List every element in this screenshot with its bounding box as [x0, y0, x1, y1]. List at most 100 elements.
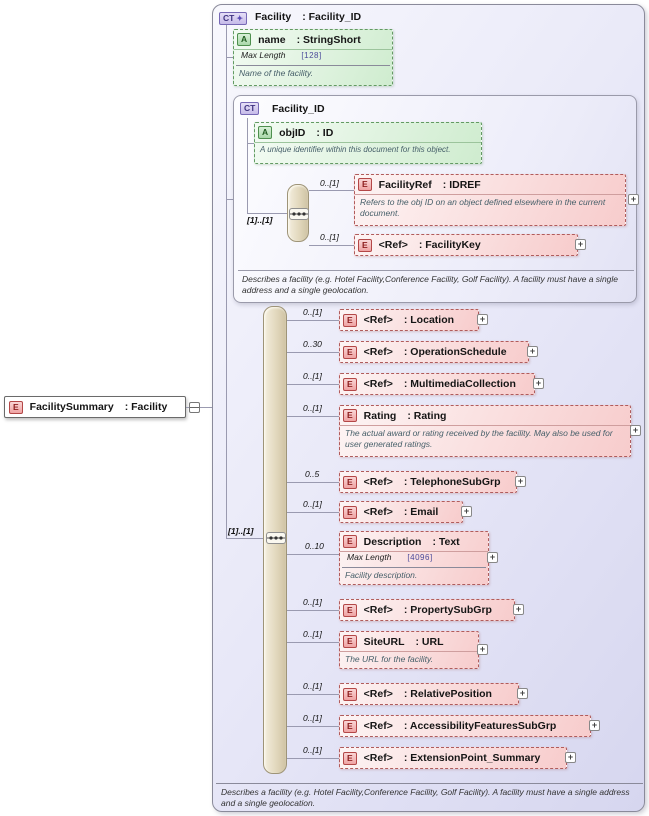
element-icon: E: [343, 687, 357, 701]
element-icon: E: [343, 345, 357, 359]
element-icon: E: [343, 603, 357, 617]
connector-line: [247, 118, 248, 213]
connector-line: [226, 25, 227, 538]
expand-button[interactable]: +: [533, 378, 544, 389]
expand-button[interactable]: +: [527, 346, 538, 357]
element-icon: E: [343, 313, 357, 327]
cardinality-label: 0..10: [305, 541, 324, 551]
expand-button[interactable]: +: [477, 314, 488, 325]
expand-button[interactable]: +: [575, 239, 586, 250]
element-ref-accessibilityfeaturessubgrp[interactable]: E <Ref>: AccessibilityFeaturesSubGrp: [339, 715, 591, 737]
cardinality-label: 0..5: [305, 469, 320, 479]
connector-line: [287, 610, 339, 611]
expand-button[interactable]: +: [565, 752, 576, 763]
attribute-icon: A: [258, 126, 273, 139]
element-title-row: E Rating: Rating: [340, 406, 630, 426]
element-title-row: E FacilityRef : IDREF: [355, 175, 625, 195]
expand-button[interactable]: +: [487, 552, 498, 563]
connector-line: [287, 384, 339, 385]
complextype-title: Facility_ID: [272, 103, 325, 115]
attribute-icon: A: [237, 33, 252, 46]
element-facilityref[interactable]: E FacilityRef : IDREF Refers to the obj …: [354, 174, 626, 226]
element-icon: E: [343, 635, 357, 648]
root-element-type: : Facility: [124, 401, 168, 413]
connection-icon: [189, 402, 200, 413]
expand-button[interactable]: +: [477, 644, 488, 655]
cardinality-label: 0..[1]: [303, 499, 322, 509]
annotation-text: Refers to the obj ID on an object define…: [360, 197, 606, 218]
expand-button[interactable]: +: [589, 720, 600, 731]
element-icon: E: [358, 238, 372, 252]
cardinality-label: 0..[1]: [320, 232, 339, 242]
ct-attributes-icon: ✦: [236, 13, 244, 23]
connector-line: [287, 694, 339, 695]
element-icon: E: [343, 377, 357, 391]
element-ref-multimediacollection[interactable]: E <Ref>: MultimediaCollection: [339, 373, 535, 395]
expand-button[interactable]: +: [513, 604, 524, 615]
attribute-title-row: A objID : ID: [255, 123, 481, 143]
complextype-icon: CT: [240, 102, 260, 115]
element-siteurl[interactable]: E SiteURL: URL The URL for the facility.: [339, 631, 479, 669]
sequence-icon: [289, 208, 309, 220]
cardinality-label: 0..[1]: [303, 745, 322, 755]
cardinality-label: 0..[1]: [303, 597, 322, 607]
connector-line: [287, 352, 339, 353]
annotation-text: The URL for the facility.: [345, 654, 434, 664]
element-ref-facilitykey[interactable]: E <Ref> : FacilityKey: [354, 234, 578, 256]
element-ref-telephonesubgrp[interactable]: E <Ref>: TelephoneSubGrp: [339, 471, 517, 493]
expand-button[interactable]: +: [517, 688, 528, 699]
connector-line: [287, 642, 339, 643]
element-ref-location[interactable]: E <Ref>: Location: [339, 309, 479, 331]
element-ref-operationschedule[interactable]: E <Ref>: OperationSchedule: [339, 341, 529, 363]
element-rating[interactable]: E Rating: Rating The actual award or rat…: [339, 405, 631, 457]
cardinality-label: 0..[1]: [303, 403, 322, 413]
element-ref-propertysubgrp[interactable]: E <Ref>: PropertySubGrp: [339, 599, 515, 621]
connector-line: [226, 199, 233, 200]
connector-line: [287, 416, 339, 417]
element-ref-email[interactable]: E <Ref>: Email: [339, 501, 463, 523]
element-ref-relativeposition[interactable]: E <Ref>: RelativePosition: [339, 683, 519, 705]
expand-button[interactable]: +: [628, 194, 639, 205]
attribute-title-row: A name : StringShort: [234, 30, 392, 50]
element-icon: E: [343, 535, 357, 548]
element-icon: E: [343, 751, 357, 765]
element-icon: E: [343, 409, 357, 422]
cardinality-label: 0..[1]: [303, 307, 322, 317]
cardinality-label: [1]..[1]: [228, 526, 254, 536]
complextype-facility[interactable]: CT✦ Facility : Facility_ID [1]..[1] A na…: [212, 4, 645, 812]
complextype-icon: CT✦: [219, 12, 248, 25]
expand-button[interactable]: +: [630, 425, 641, 436]
connector-line: [287, 554, 339, 555]
divider: [216, 783, 643, 784]
connector-line: [309, 245, 354, 246]
element-icon: E: [343, 505, 357, 519]
element-icon: E: [343, 719, 357, 733]
connector-line: [247, 213, 287, 214]
cardinality-label: 0..30: [303, 339, 322, 349]
element-icon: E: [343, 475, 357, 489]
attribute-name[interactable]: A name : StringShort Max Length[128] Nam…: [233, 29, 393, 86]
element-icon: E: [358, 178, 372, 191]
element-description[interactable]: E Description: Text Max Length[4096] Fac…: [339, 531, 489, 585]
connector-line: [226, 57, 233, 58]
facet-maxlength: Max Length[4096]: [342, 552, 486, 568]
connector-line: [287, 758, 339, 759]
annotation-text: The actual award or rating received by t…: [345, 428, 613, 449]
divider: [238, 270, 634, 271]
complextype-annotation: Describes a facility (e.g. Hotel Facilit…: [242, 274, 619, 296]
annotation-text: A unique identifier within this document…: [260, 145, 451, 154]
cardinality-label: 0..[1]: [320, 178, 339, 188]
connector-line: [287, 512, 339, 513]
root-element-label: FacilitySummary: [29, 401, 114, 413]
attribute-objid[interactable]: A objID : ID A unique identifier within …: [254, 122, 482, 164]
expand-button[interactable]: +: [515, 476, 526, 487]
element-title-row: E SiteURL: URL: [340, 632, 478, 652]
expand-button[interactable]: +: [461, 506, 472, 517]
element-ref-extensionpoint-summary[interactable]: E <Ref>: ExtensionPoint_Summary: [339, 747, 567, 769]
connector-line: [287, 726, 339, 727]
complextype-facility-id[interactable]: CT Facility_ID [1]..[1] A objID : ID A u…: [233, 95, 639, 303]
cardinality-label: [1]..[1]: [247, 215, 273, 225]
annotation-text: Facility description.: [345, 570, 418, 580]
element-icon: E: [9, 400, 23, 414]
root-element-facilitysummary[interactable]: E FacilitySummary : Facility: [4, 396, 186, 418]
